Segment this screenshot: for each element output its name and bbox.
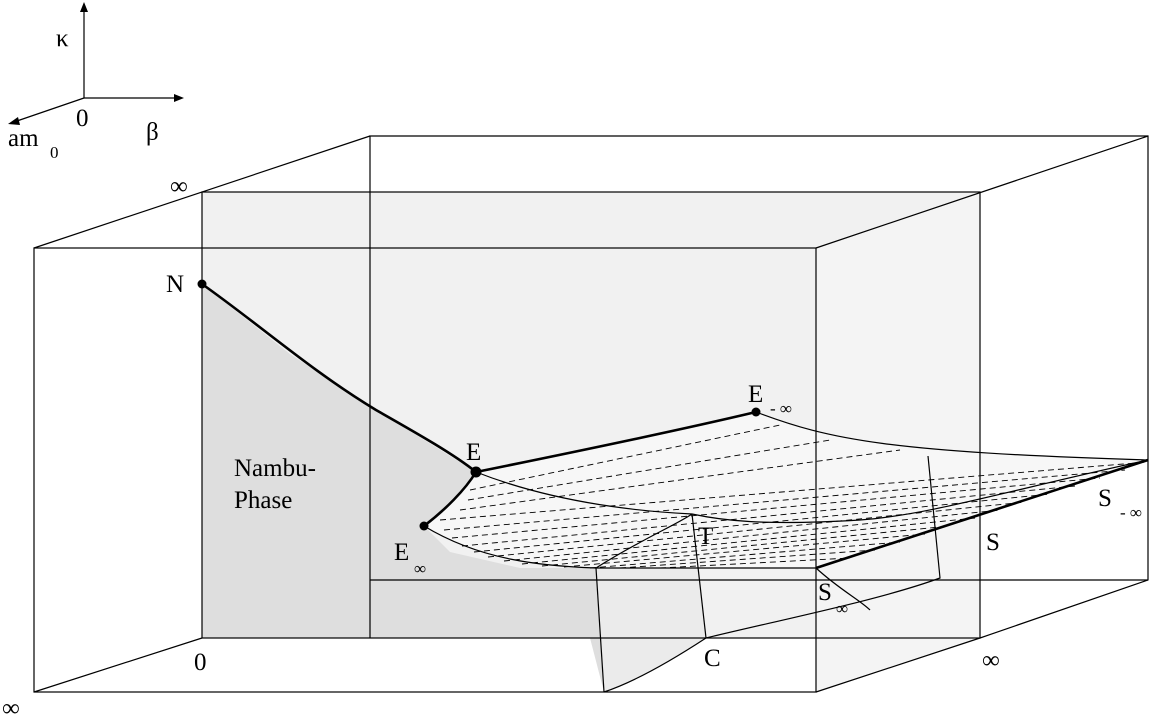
label-E: E xyxy=(466,439,481,466)
line-N-E xyxy=(201,282,477,474)
line-E-Einf xyxy=(423,471,478,528)
label-inf-top: ∞ xyxy=(170,173,188,200)
origin-label: 0 xyxy=(76,105,89,132)
axes-indicator: κ β 0 am 0 xyxy=(8,2,184,162)
label-C: C xyxy=(704,645,721,672)
point-N xyxy=(197,279,207,289)
label-T: T xyxy=(698,523,713,550)
label-S-minus-inf-sub: - ∞ xyxy=(1120,503,1142,522)
critical-surface xyxy=(424,412,1148,568)
label-E-inf: E xyxy=(394,539,409,566)
label-E-inf-sub: ∞ xyxy=(414,559,426,578)
label-E-minus-inf-sub: - ∞ xyxy=(770,399,792,418)
nambu-phase-line1: Nambu- xyxy=(234,455,316,482)
line-Sinf-Sminf xyxy=(815,458,1149,570)
am-label: am xyxy=(8,125,39,152)
point-E xyxy=(470,466,482,478)
beta-label: β xyxy=(146,119,159,146)
label-N: N xyxy=(166,271,184,298)
kappa-label: κ xyxy=(56,25,69,52)
label-E-minus-inf: E xyxy=(748,381,763,408)
label-inf-left: ∞ xyxy=(2,695,20,720)
label-zero-front: 0 xyxy=(194,649,207,676)
label-inf-right: ∞ xyxy=(982,647,1000,674)
label-S: S xyxy=(986,529,1000,556)
label-S-inf-sub: ∞ xyxy=(836,599,848,618)
phase-boundary-curves xyxy=(423,411,1149,693)
surface-dashes xyxy=(439,424,1149,569)
label-S-inf: S xyxy=(818,579,832,606)
label-S-minus-inf: S xyxy=(1098,485,1112,512)
box-edges xyxy=(33,135,1149,693)
point-E-inf xyxy=(419,521,429,531)
line-E-Eminf xyxy=(475,410,757,474)
nambu-phase-region xyxy=(202,284,604,692)
point-E-minus-inf xyxy=(751,407,761,417)
nambu-phase-line2: Phase xyxy=(234,487,292,514)
am-subscript: 0 xyxy=(50,143,59,162)
